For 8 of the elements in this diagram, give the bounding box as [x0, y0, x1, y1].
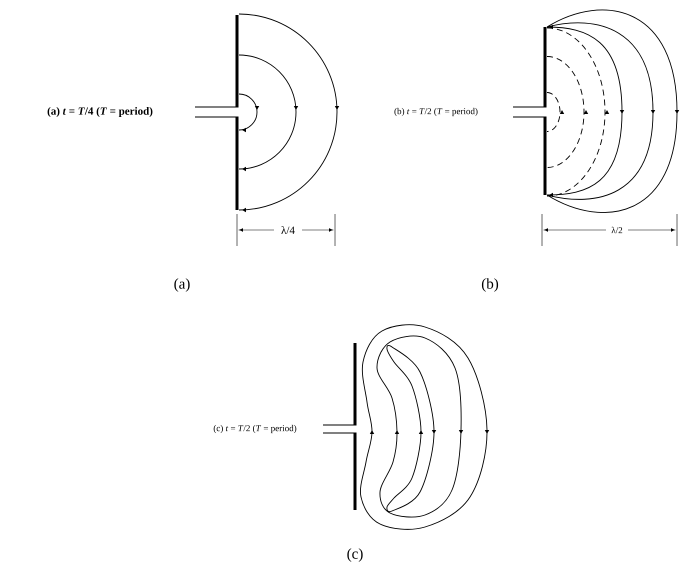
time-label: (c) t = T/2 (T = period) [214, 424, 296, 434]
time-label: (a) t = T/4 (T = period) [48, 107, 152, 117]
panel-caption: (a) [174, 278, 190, 292]
panel-caption: (c) [347, 548, 363, 562]
panel-caption: (b) [482, 278, 498, 292]
dimension-label: λ/2 [612, 226, 622, 234]
time-label: (b) t = T/2 (T = period) [394, 108, 478, 116]
dimension-label: λ/4 [281, 226, 295, 234]
